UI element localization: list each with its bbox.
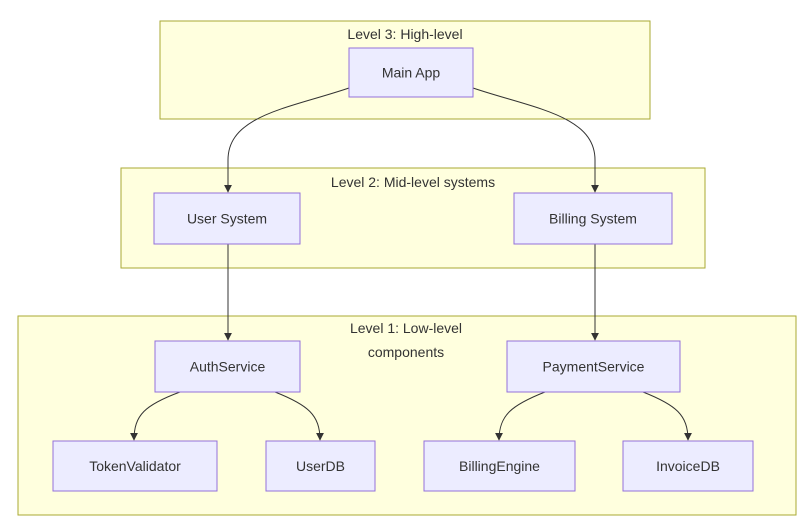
node-billing-system-label: Billing System	[549, 211, 637, 227]
node-billingengine[interactable]: BillingEngine	[423, 440, 576, 492]
node-authservice[interactable]: AuthService	[154, 340, 301, 393]
edge-authservice-to-userdb	[274, 391, 324, 441]
edges	[130, 87, 692, 441]
node-tokenvalidator[interactable]: TokenValidator	[52, 440, 218, 492]
cluster-level-1-label-line2: components	[368, 344, 444, 360]
node-user-system-label: User System	[187, 211, 267, 227]
node-main-app[interactable]: Main App	[348, 47, 474, 98]
cluster-level-2-label: Level 2: Mid-level systems	[331, 174, 495, 190]
node-invoicedb[interactable]: InvoiceDB	[622, 440, 754, 492]
node-billingengine-label: BillingEngine	[459, 458, 540, 474]
edge-paymentservice-to-invoicedb	[642, 391, 692, 441]
node-userdb[interactable]: UserDB	[265, 440, 376, 492]
cluster-level-1-label-line1: Level 1: Low-level	[350, 320, 462, 336]
cluster-level-3: Level 3: High-level	[159, 20, 651, 120]
node-paymentservice[interactable]: PaymentService	[506, 340, 681, 393]
node-main-app-label: Main App	[382, 65, 441, 81]
cluster-level-3-label: Level 3: High-level	[347, 26, 462, 42]
edge-main-app-to-user-system	[224, 87, 350, 193]
edge-paymentservice-to-billingengine	[495, 391, 546, 441]
node-invoicedb-label: InvoiceDB	[656, 458, 720, 474]
node-tokenvalidator-label: TokenValidator	[89, 458, 181, 474]
edge-authservice-to-tokenvalidator	[130, 391, 181, 441]
edge-main-app-to-billing-system	[472, 87, 599, 193]
node-authservice-label: AuthService	[190, 359, 266, 375]
node-billing-system[interactable]: Billing System	[513, 192, 673, 245]
node-paymentservice-label: PaymentService	[543, 359, 645, 375]
node-user-system[interactable]: User System	[153, 192, 301, 245]
node-userdb-label: UserDB	[296, 458, 345, 474]
